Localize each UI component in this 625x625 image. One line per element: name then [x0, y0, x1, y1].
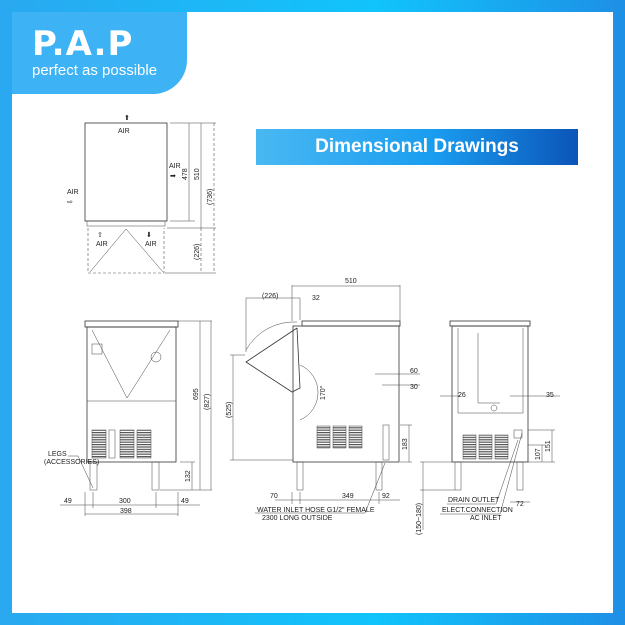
air-label: AIR [96, 241, 108, 248]
dim-49-left: 49 [64, 498, 72, 505]
dim-151: 151 [545, 440, 552, 452]
arrow-down-icon: ⬇ [146, 231, 152, 239]
dim-92: 92 [382, 493, 390, 500]
dim-door-angle: 170° [319, 385, 327, 400]
dim-510-side: 510 [345, 278, 357, 285]
dim-226: (226) [194, 244, 201, 260]
arrow-right-icon: ➡ [170, 173, 176, 180]
arrow-up-icon: ⬆ [124, 114, 130, 122]
air-label: AIR [169, 163, 181, 170]
brand-tagline: perfect as possible [32, 62, 158, 79]
dim-827: (827) [204, 394, 211, 410]
dim-132: 132 [185, 470, 192, 482]
legs-note-sub: (ACCESSORIES) [44, 459, 99, 466]
dim-26: 26 [458, 392, 466, 399]
air-label: AIR [145, 241, 157, 248]
dim-70: 70 [270, 493, 278, 500]
dim-478: 478 [182, 168, 189, 180]
side-view: 510 (226) 32 (525) 170° 60 30 183 70 349… [226, 278, 420, 522]
dim-349: 349 [342, 493, 354, 500]
dim-183: 183 [402, 438, 409, 450]
dim-525: (525) [226, 402, 233, 418]
section-banner: Dimensional Drawings [256, 129, 578, 165]
back-view: 26 35 107 151 72 (150~180) DRAIN OUTLET … [416, 320, 560, 535]
dim-35: 35 [546, 392, 554, 399]
dim-49-right: 49 [181, 498, 189, 505]
dim-30: 30 [410, 384, 418, 391]
arrow-right-outline-icon: ⇨ [67, 199, 73, 206]
drain-outlet-label: DRAIN OUTLET [448, 497, 500, 504]
dim-150-180: (150~180) [416, 503, 423, 535]
brand-name: P.A.P [32, 24, 134, 64]
dim-60: 60 [410, 368, 418, 375]
dim-107: 107 [535, 448, 542, 460]
elect-connection-label: ELECT.CONNECTION [442, 507, 513, 514]
dim-226-side: (226) [262, 293, 278, 300]
brand-logo: P.A.P perfect as possible [12, 12, 187, 94]
front-view: LEGS (ACCESSORIES) 695 (827) 132 49 300 … [44, 320, 212, 516]
dim-398: 398 [120, 508, 132, 515]
air-label: AIR [67, 189, 79, 196]
arrow-up-outline-icon: ⇧ [97, 231, 103, 239]
ac-inlet-label: AC INLET [470, 515, 502, 522]
dim-32: 32 [312, 295, 320, 302]
dim-300: 300 [119, 498, 131, 505]
water-inlet-label: WATER INLET HOSE G1/2" FEMALE [257, 507, 375, 514]
air-label: AIR [118, 128, 130, 135]
top-view: AIR ⬆ AIR ➡ AIR ⇨ AIR ⇧ AIR ⬇ 478 510 (7… [67, 114, 216, 274]
dim-510: 510 [194, 168, 201, 180]
dim-736: (736) [207, 189, 214, 205]
legs-note: LEGS [48, 451, 67, 458]
water-inlet-sub: 2300 LONG OUTSIDE [262, 515, 333, 522]
dim-695: 695 [193, 388, 200, 400]
dim-72: 72 [516, 501, 524, 508]
banner-title: Dimensional Drawings [315, 136, 519, 157]
